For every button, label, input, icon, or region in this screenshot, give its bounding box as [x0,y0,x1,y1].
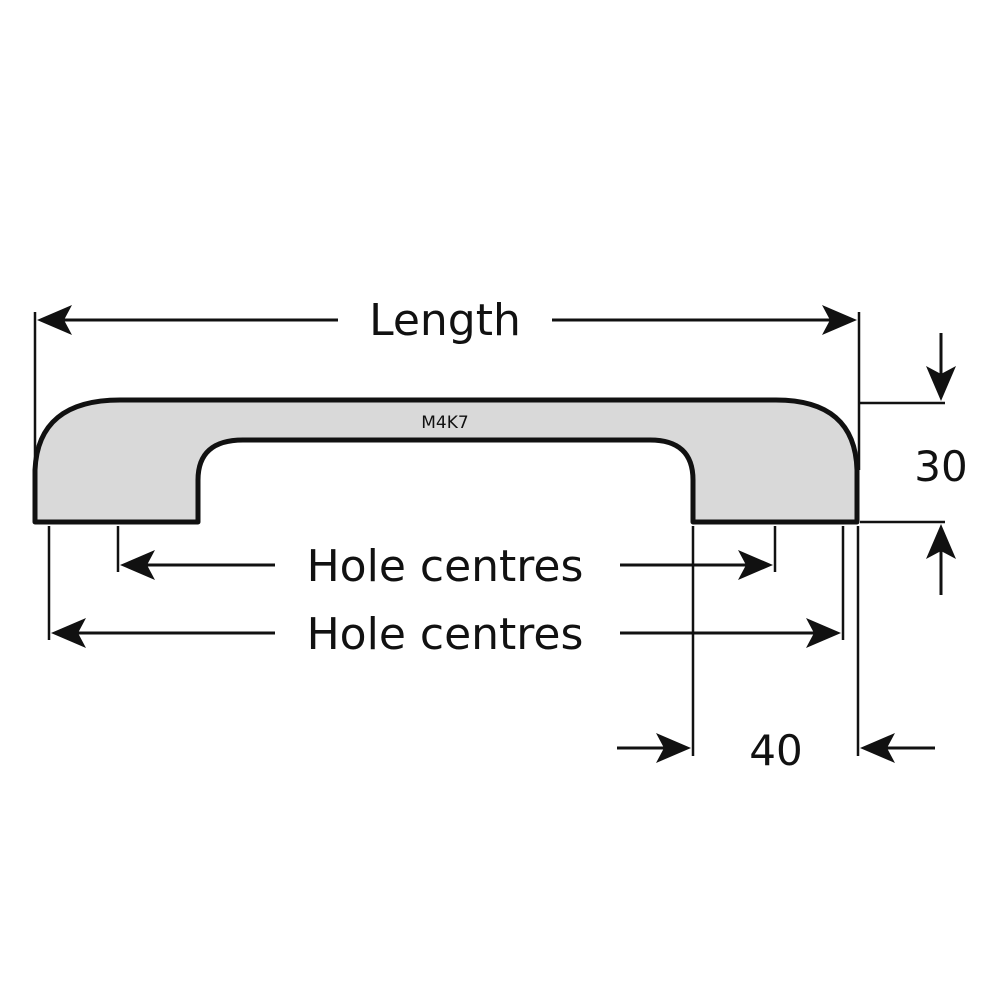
end-width-dimension: 40 [617,526,935,775]
arrowhead-left-icon [120,550,155,580]
length-label: Length [369,295,521,346]
height-label: 30 [914,442,967,491]
arrowhead-left-icon [860,733,895,763]
part-code-label: M4K7 [421,413,468,433]
arrowhead-up-icon [926,524,956,559]
arrowhead-right-icon [656,733,691,763]
height-dimension: 30 [860,333,968,595]
arrowhead-right-icon [738,550,773,580]
hole-centres-outer-label: Hole centres [307,609,584,660]
handle-profile [32,397,860,525]
hole-centres-inner-label: Hole centres [307,541,584,592]
outer-hole-centres-dimension: Hole centres [47,526,845,660]
end-width-label: 40 [749,726,802,775]
arrowhead-left-icon [37,305,72,335]
arrowhead-down-icon [926,366,956,401]
length-dimension: Length [33,295,861,470]
arrowhead-right-icon [806,618,841,648]
arrowhead-left-icon [51,618,86,648]
inner-hole-centres-dimension: Hole centres [116,526,777,592]
arrowhead-right-icon [822,305,857,335]
